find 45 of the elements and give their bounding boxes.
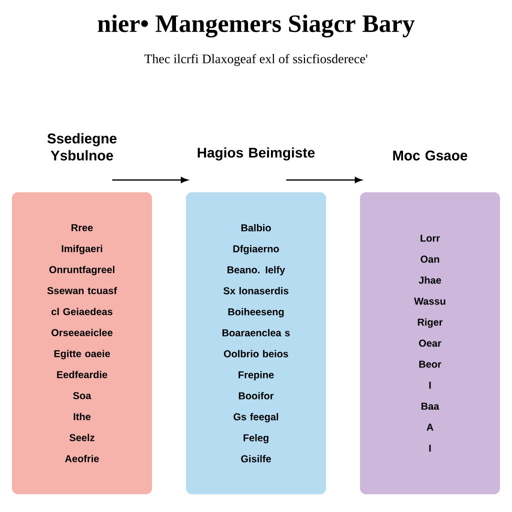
node-label: Gisilfe	[241, 455, 271, 462]
node-label: Sx lonaserdis	[223, 287, 288, 294]
list-panel: Lorr Oan Jhae Wassu Riger Oear Beor I Baa A I	[360, 192, 500, 494]
list-panel: Balbio Dfgiaerno Beano. Ielfy Sx lonaserdis Boiheeseng Boaraenclea s Oolbrio beios Frepine Booifor Gs feegal Feleg Gisilfe	[186, 192, 326, 494]
node-label: Soa	[73, 392, 92, 400]
node-label: Oolbrio beios	[224, 350, 288, 358]
node-label: Wassu	[414, 298, 446, 305]
node-label: Jhae	[418, 276, 442, 284]
node-label: I	[429, 382, 431, 389]
list-panel: Rree Imifgaeri Onruntfagreel Ssewan tcuasf cl Geiaedeas Orseeaeiclee Egitte oaeie Eedfeardie Soa Ithe Seelz Aeofrie	[12, 192, 152, 494]
node-label: Baa	[422, 402, 440, 410]
node-label: Lorr	[420, 234, 440, 242]
node-label: Ithe	[74, 412, 91, 420]
node-label: Seelz	[69, 434, 94, 442]
node-label: Oear	[419, 340, 442, 347]
node-label: Riger	[418, 318, 443, 328]
node-label: Beano. Ielfy	[228, 266, 286, 276]
node-label: Gs feegal	[234, 413, 278, 422]
subtitle: Thec ilcrfi Dlaxogeaf exl of ssicfiosderece'	[144, 54, 368, 66]
node-label: Boaraenclea s	[222, 329, 290, 336]
node-label: Ssewan tcuasf	[47, 286, 118, 294]
title: nier• Mangemers Siagcr Bary	[98, 14, 415, 38]
node-label: Oan	[420, 256, 440, 263]
node-label: Onruntfagreel	[49, 266, 114, 276]
column-heading: Moc Gsaoe	[393, 150, 468, 160]
node-label: Imifgaeri	[62, 244, 102, 254]
column-heading: Ssediegne Ysbulnoe	[47, 133, 117, 160]
node-label: cl Geiaedeas	[52, 308, 112, 316]
arrow	[112, 177, 188, 183]
node-label: Balbio	[241, 224, 271, 232]
node-label: I	[429, 444, 431, 452]
node-label: Boiheeseng	[228, 308, 284, 318]
node-label: Orseeaeiclee	[52, 328, 113, 336]
node-label: Beor	[419, 360, 442, 368]
column-heading: Hagios Beimgiste	[198, 147, 315, 160]
node-label: Aeofrie	[65, 454, 99, 462]
arrow	[286, 177, 362, 183]
node-label: Eedfeardie	[57, 370, 108, 378]
node-label: Dfgiaerno	[233, 245, 279, 254]
node-label: Frepine	[238, 371, 274, 380]
node-label: Booifor	[238, 392, 274, 400]
node-label: Feleg	[244, 434, 268, 444]
node-label: Rree	[72, 224, 93, 232]
node-label: Egitte oaeie	[54, 350, 110, 360]
node-label: A	[426, 424, 434, 431]
